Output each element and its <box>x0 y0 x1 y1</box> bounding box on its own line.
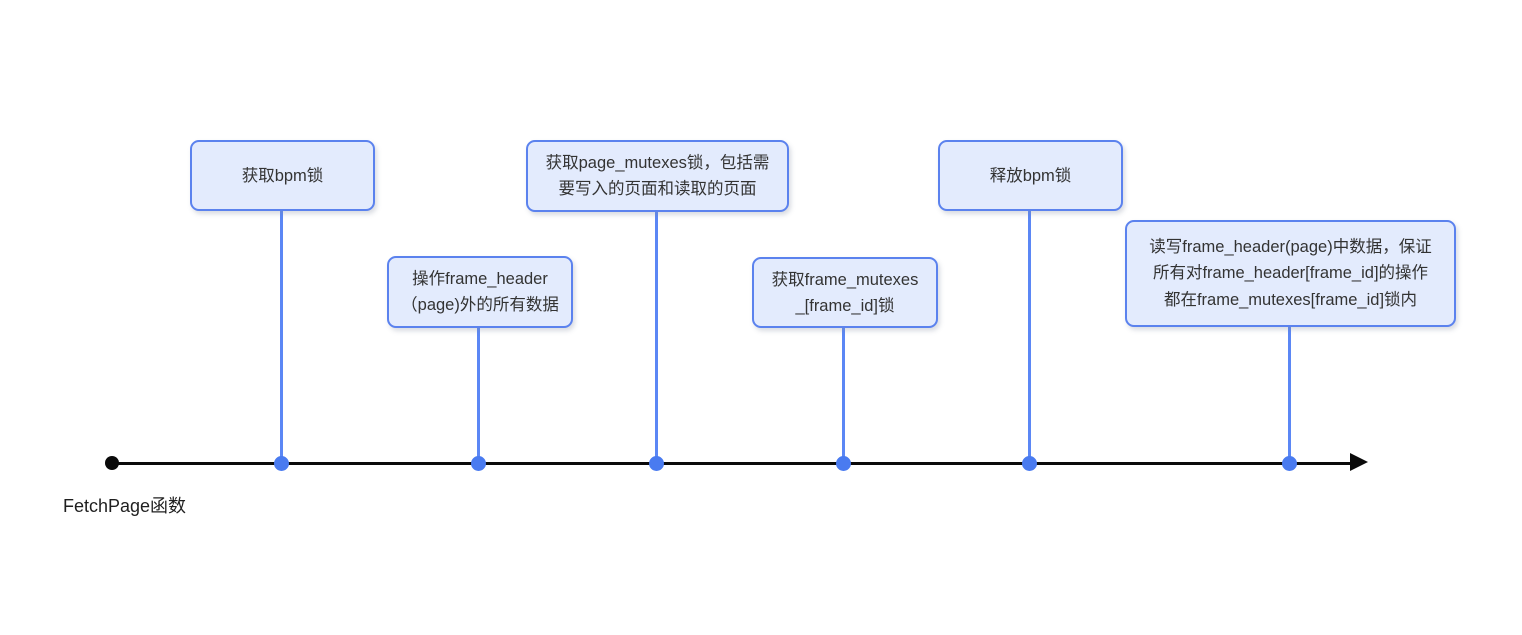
milestone-label: 操作frame_header （page)外的所有数据 <box>401 270 559 314</box>
milestone-box-release-bpm-lock: 释放bpm锁 <box>938 140 1123 211</box>
milestone-box-read-write-frame-header: 读写frame_header(page)中数据，保证 所有对frame_head… <box>1125 220 1456 327</box>
timeline-start-dot <box>105 456 119 470</box>
milestone-connector-3 <box>655 211 658 464</box>
milestone-label: 获取frame_mutexes _[frame_id]锁 <box>771 270 919 315</box>
milestone-connector-4 <box>842 327 845 464</box>
milestone-connector-5 <box>1028 210 1031 464</box>
milestone-label: 读写frame_header(page)中数据，保证 所有对frame_head… <box>1149 237 1432 309</box>
milestone-connector-2 <box>477 326 480 464</box>
milestone-label: 释放bpm锁 <box>989 166 1072 185</box>
milestone-connector-6 <box>1288 326 1291 464</box>
timeline-axis-label: FetchPage函数 <box>63 496 187 516</box>
milestone-connector-1 <box>280 210 283 464</box>
milestone-dot-1 <box>274 456 289 471</box>
milestone-box-acquire-frame-mutexes-lock: 获取frame_mutexes _[frame_id]锁 <box>752 257 938 328</box>
milestone-dot-6 <box>1282 456 1297 471</box>
milestone-dot-3 <box>649 456 664 471</box>
milestone-dot-4 <box>836 456 851 471</box>
milestone-box-acquire-page-mutexes-lock: 获取page_mutexes锁，包括需 要写入的页面和读取的页面 <box>526 140 789 212</box>
milestone-label: 获取bpm锁 <box>241 166 324 185</box>
milestone-box-operate-frame-header-data: 操作frame_header （page)外的所有数据 <box>387 256 573 328</box>
milestone-dot-5 <box>1022 456 1037 471</box>
timeline-arrowhead-icon <box>1350 453 1368 471</box>
milestone-box-acquire-bpm-lock: 获取bpm锁 <box>190 140 375 211</box>
milestone-label: 获取page_mutexes锁，包括需 要写入的页面和读取的页面 <box>545 154 770 198</box>
timeline-axis-line <box>112 462 1352 465</box>
milestone-dot-2 <box>471 456 486 471</box>
